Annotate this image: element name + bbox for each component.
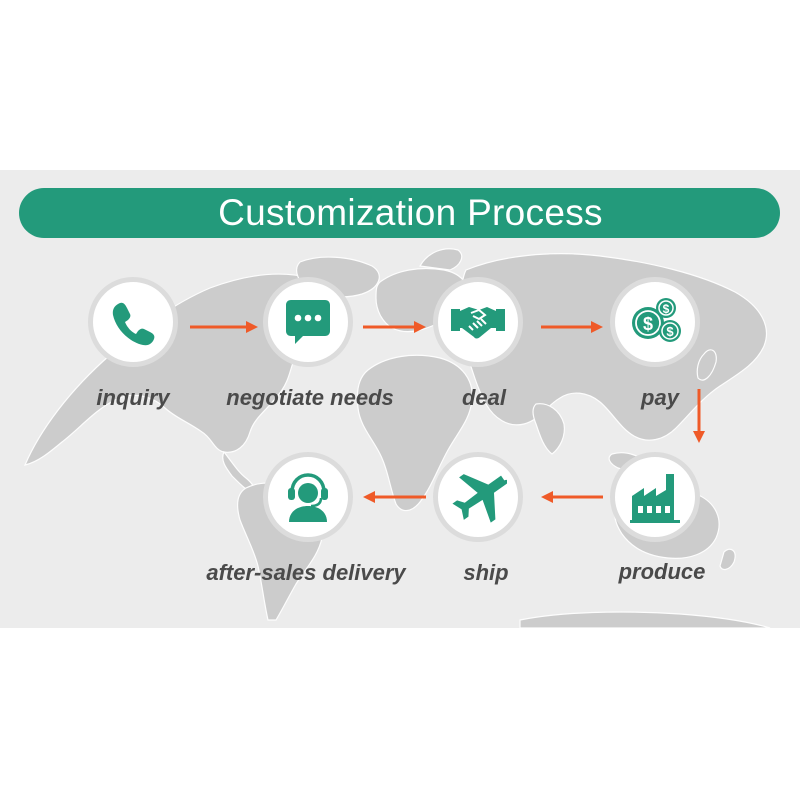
- arrow-negotiate-to-deal: [363, 321, 426, 333]
- arrow-pay-to-produce: [693, 389, 705, 443]
- step-label-deal: deal: [461, 385, 507, 410]
- step-label-inquiry: inquiry: [96, 385, 170, 410]
- svg-text:$: $: [666, 324, 674, 339]
- step-label-negotiate-needs: negotiate needs: [226, 385, 394, 410]
- step-label-produce: produce: [618, 559, 706, 584]
- title: Customization Process: [218, 192, 603, 233]
- svg-text:$: $: [663, 302, 670, 316]
- step-label-ship: ship: [463, 560, 509, 585]
- factory-icon: [630, 474, 680, 523]
- chat-bubble-icon: [286, 300, 330, 344]
- step-label-after-sales-delivery: after-sales delivery: [206, 560, 406, 585]
- step-deal: [433, 277, 523, 367]
- arrow-inquiry-to-negotiate: [190, 321, 258, 333]
- svg-text:$: $: [643, 314, 653, 334]
- handshake-icon: [451, 307, 505, 339]
- headset-agent-icon: [288, 473, 328, 522]
- step-label-pay: pay: [641, 385, 679, 410]
- step-negotiate-needs: [263, 277, 353, 367]
- step-inquiry: [88, 277, 178, 367]
- step-produce: [610, 452, 700, 542]
- arrow-deal-to-pay: [541, 321, 603, 333]
- step-pay: $ $ $: [610, 277, 700, 367]
- coins-icon: $ $ $: [632, 298, 681, 342]
- step-ship: [433, 452, 523, 542]
- arrow-produce-to-ship: [541, 491, 603, 503]
- phone-icon: [112, 302, 155, 346]
- arrow-ship-to-after-sales: [363, 491, 426, 503]
- process-panel: Customization Process: [0, 170, 800, 628]
- airplane-icon: [452, 474, 507, 523]
- step-after-sales-delivery: [263, 452, 353, 542]
- title-banner: Customization Process: [19, 188, 780, 238]
